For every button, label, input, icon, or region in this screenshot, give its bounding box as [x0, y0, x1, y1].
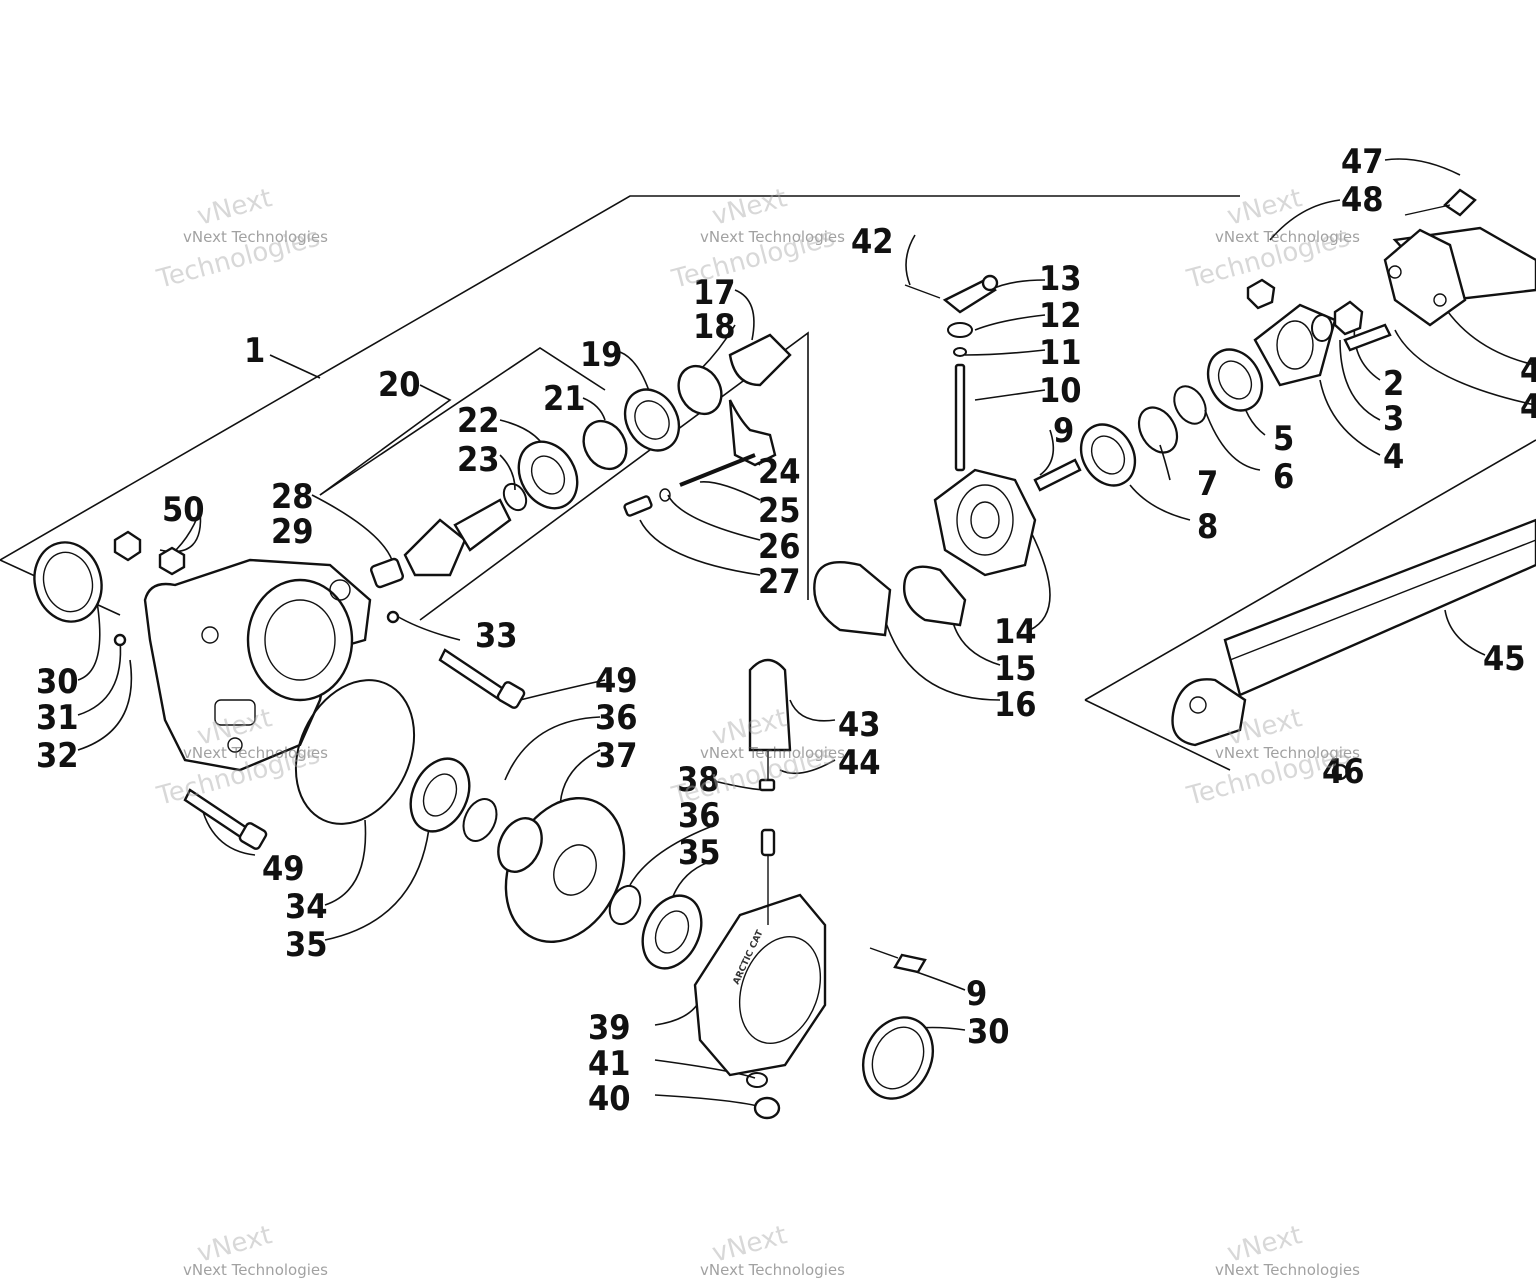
callout-38: 38 — [677, 760, 720, 800]
shift-housing — [813, 468, 1037, 637]
shift-fork — [623, 399, 777, 517]
callout-9-bottom: 9 — [966, 974, 987, 1014]
callout-36-right: 36 — [678, 796, 721, 836]
callout-47: 47 — [1341, 142, 1384, 182]
callout-18: 18 — [693, 307, 736, 347]
callout-46: 46 — [1322, 752, 1365, 792]
input-bearings — [582, 333, 792, 471]
nuts — [113, 530, 400, 647]
callout-49-bottom: 49 — [262, 849, 305, 889]
gear-housing — [143, 558, 372, 772]
callout-20: 20 — [378, 365, 421, 405]
callout-39: 39 — [588, 1008, 631, 1048]
shift-lever — [904, 274, 999, 472]
callout-13: 13 — [1039, 259, 1082, 299]
callout-8: 8 — [1197, 507, 1218, 547]
callout-4-edge-b: 4 — [1520, 387, 1536, 427]
callout-22: 22 — [457, 401, 500, 441]
callout-16: 16 — [994, 685, 1037, 725]
callout-36-top: 36 — [595, 698, 638, 738]
callout-30-right: 30 — [967, 1012, 1010, 1052]
callout-33: 33 — [475, 616, 518, 656]
watermark-brand: vNext — [194, 183, 275, 232]
callout-50: 50 — [162, 490, 205, 530]
callout-49-top: 49 — [595, 661, 638, 701]
callout-5: 5 — [1273, 419, 1294, 459]
callout-35-left: 35 — [285, 925, 328, 965]
callout-28: 28 — [271, 477, 314, 517]
callout-12: 12 — [1039, 296, 1082, 336]
ring-gear — [409, 757, 703, 970]
callout-45: 45 — [1483, 639, 1526, 679]
breather — [748, 658, 927, 974]
watermark-company: vNext Technologies — [700, 228, 845, 246]
callout-23: 23 — [457, 440, 500, 480]
callout-3: 3 — [1383, 399, 1404, 439]
callout-4: 4 — [1383, 437, 1404, 477]
callout-40: 40 — [588, 1079, 631, 1119]
callout-27: 27 — [758, 562, 801, 602]
callout-44: 44 — [838, 743, 881, 783]
callout-14: 14 — [994, 612, 1037, 652]
watermark-brand: vNext — [709, 183, 790, 232]
callout-25: 25 — [758, 491, 801, 531]
callout-37: 37 — [595, 736, 638, 776]
housing-bolts — [183, 648, 526, 850]
watermark-brand: vNext — [1224, 183, 1305, 232]
end-cover: ARCTIC CAT — [693, 893, 827, 1120]
callout-32: 32 — [36, 736, 79, 776]
callout-11: 11 — [1039, 333, 1082, 373]
oil-seal-left — [33, 541, 103, 623]
watermark-company: vNext Technologies — [1215, 1261, 1360, 1279]
watermark-company: vNext Technologies — [700, 744, 845, 762]
callout-7: 7 — [1197, 464, 1218, 504]
callout-6: 6 — [1273, 457, 1294, 497]
callout-26: 26 — [758, 527, 801, 567]
callout-19: 19 — [580, 335, 623, 375]
watermark-company: vNext Technologies — [700, 1261, 845, 1279]
callout-31: 31 — [36, 698, 79, 738]
callout-2: 2 — [1383, 364, 1404, 404]
pinion-gear — [370, 440, 579, 589]
watermark-company: vNext Technologies — [183, 744, 328, 762]
callout-41: 41 — [588, 1044, 631, 1084]
callout-17: 17 — [693, 273, 736, 313]
callout-1: 1 — [244, 331, 265, 371]
callout-10: 10 — [1039, 371, 1082, 411]
callout-48: 48 — [1341, 180, 1384, 220]
callout-35-right: 35 — [678, 833, 721, 873]
o-ring-large — [294, 679, 416, 825]
callout-30-left: 30 — [36, 662, 79, 702]
callout-labels: 1 2 3 4 4 4 5 6 7 8 9 9 10 11 12 13 14 1… — [36, 142, 1536, 1119]
callout-34: 34 — [285, 887, 328, 927]
output-bearings — [1033, 348, 1264, 492]
callout-21: 21 — [543, 379, 586, 419]
watermark-company: vNext Technologies — [183, 228, 328, 246]
watermark-company: vNext Technologies — [1215, 744, 1360, 762]
callout-15: 15 — [994, 649, 1037, 689]
callout-42: 42 — [851, 222, 894, 262]
oil-seal-right — [862, 1016, 934, 1100]
callout-4-edge: 4 — [1520, 351, 1536, 391]
callout-9-top: 9 — [1053, 411, 1074, 451]
callout-24: 24 — [758, 452, 801, 492]
flange-coupler — [1246, 188, 1477, 387]
callout-43: 43 — [838, 705, 881, 745]
watermark-company: vNext Technologies — [183, 1261, 328, 1279]
watermark-company: vNext Technologies — [1215, 228, 1360, 246]
callout-29: 29 — [271, 512, 314, 552]
